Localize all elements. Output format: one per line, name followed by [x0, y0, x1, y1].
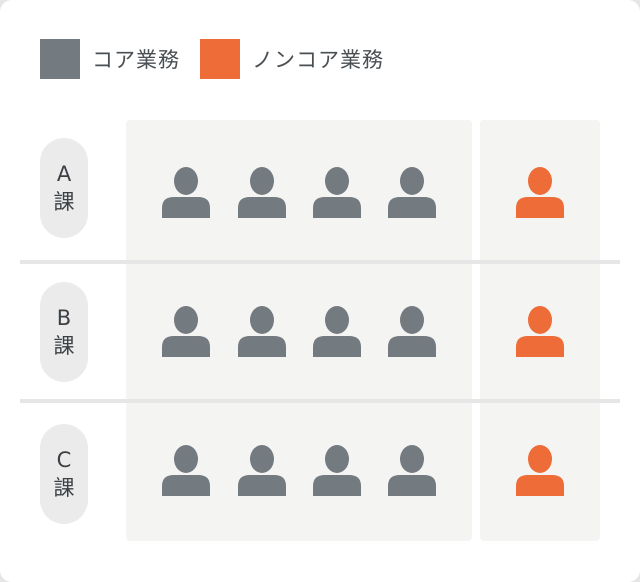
row-label-c: C 課 [40, 424, 88, 524]
legend-item-noncore: ノンコア業務 [200, 39, 384, 79]
person-icon [161, 305, 211, 357]
legend-item-core: コア業務 [40, 39, 180, 79]
row-suffix: 課 [53, 476, 75, 500]
person-icon [387, 166, 437, 218]
row-suffix: 課 [53, 334, 75, 358]
row-label-a: A 課 [40, 138, 88, 238]
legend: コア業務 ノンコア業務 [40, 38, 404, 80]
person-icon [237, 305, 287, 357]
person-icon [515, 166, 565, 218]
row-letter: B [56, 306, 72, 330]
legend-label-noncore: ノンコア業務 [252, 48, 384, 72]
row-suffix: 課 [53, 190, 75, 214]
row-label-b: B 課 [40, 282, 88, 382]
person-icon [312, 166, 362, 218]
person-icon [237, 444, 287, 496]
row-letter: A [56, 162, 72, 186]
row-divider [20, 260, 620, 264]
person-icon [161, 166, 211, 218]
row-letter: C [56, 448, 72, 472]
person-icon [312, 305, 362, 357]
legend-swatch-core [40, 39, 80, 79]
person-icon [161, 444, 211, 496]
person-icon [312, 444, 362, 496]
person-icon [387, 305, 437, 357]
person-icon [515, 305, 565, 357]
person-icon [515, 444, 565, 496]
row-divider [20, 399, 620, 403]
legend-label-core: コア業務 [92, 48, 180, 72]
person-icon [237, 166, 287, 218]
person-icon [387, 444, 437, 496]
legend-swatch-noncore [200, 39, 240, 79]
